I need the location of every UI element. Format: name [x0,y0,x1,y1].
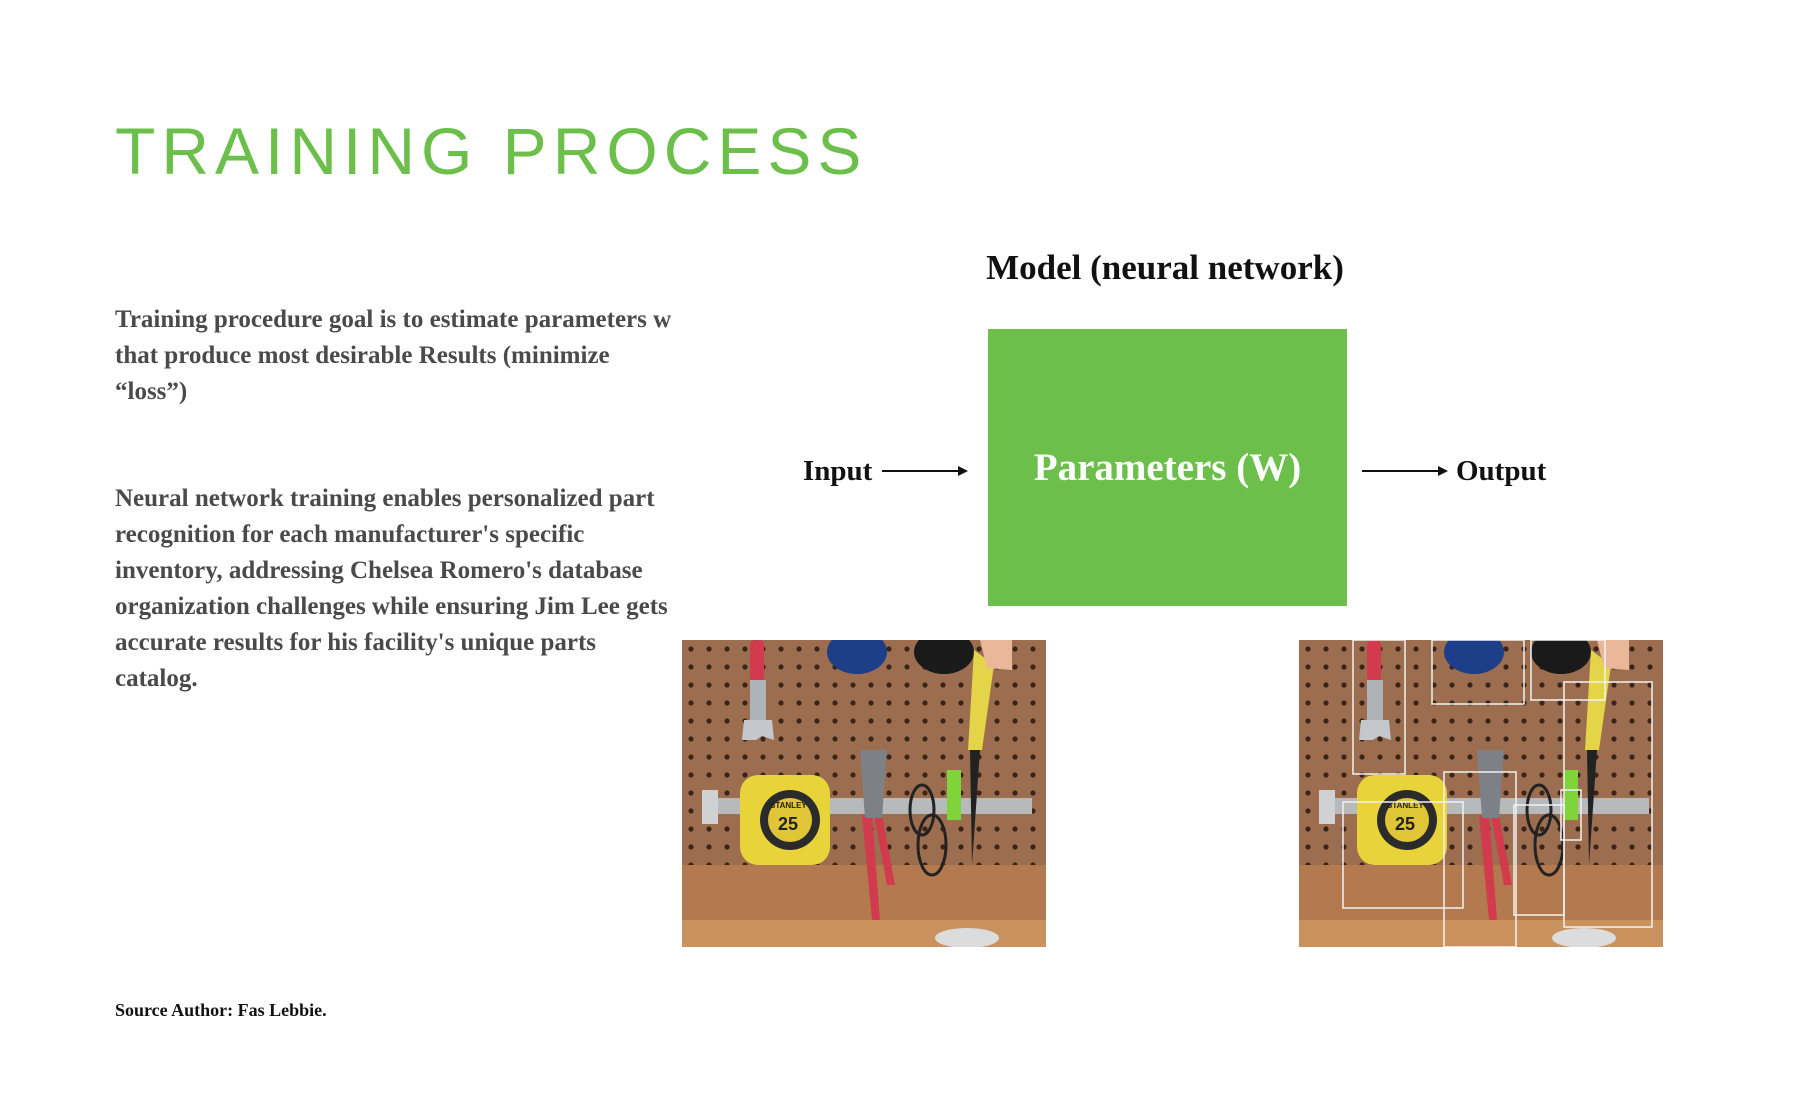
tape-number: 25 [778,814,798,834]
tape-brand: STANLEY [770,801,807,810]
detection-box [1342,801,1464,909]
source-credit: Source Author: Fas Lebbie. [115,1000,327,1020]
parameters-label: Parameters (W) [1033,446,1302,489]
detection-box [1560,789,1582,841]
model-label: Model (neural network) [986,248,1344,287]
tape-brand: STANLEY [1387,801,1424,810]
output-arrow-icon [1362,466,1448,476]
output-image: 25 STANLEY [1299,640,1663,947]
input-image: 25 STANLEY [682,640,1046,947]
detection-box [1352,640,1406,775]
page-title: TRAINING PROCESS [115,114,868,188]
output-label: Output [1456,455,1547,487]
personalization-paragraph: Neural network training enables personal… [115,485,668,692]
detection-box [1530,640,1606,701]
detection-box [1431,640,1525,705]
goal-paragraph: Training procedure goal is to estimate p… [115,306,672,405]
tape-number: 25 [1395,814,1415,834]
detection-box [1563,681,1653,928]
input-arrow-icon [882,466,968,476]
parameters-box: Parameters (W) [988,329,1347,606]
input-label: Input [803,455,873,487]
detection-box [1443,771,1517,947]
